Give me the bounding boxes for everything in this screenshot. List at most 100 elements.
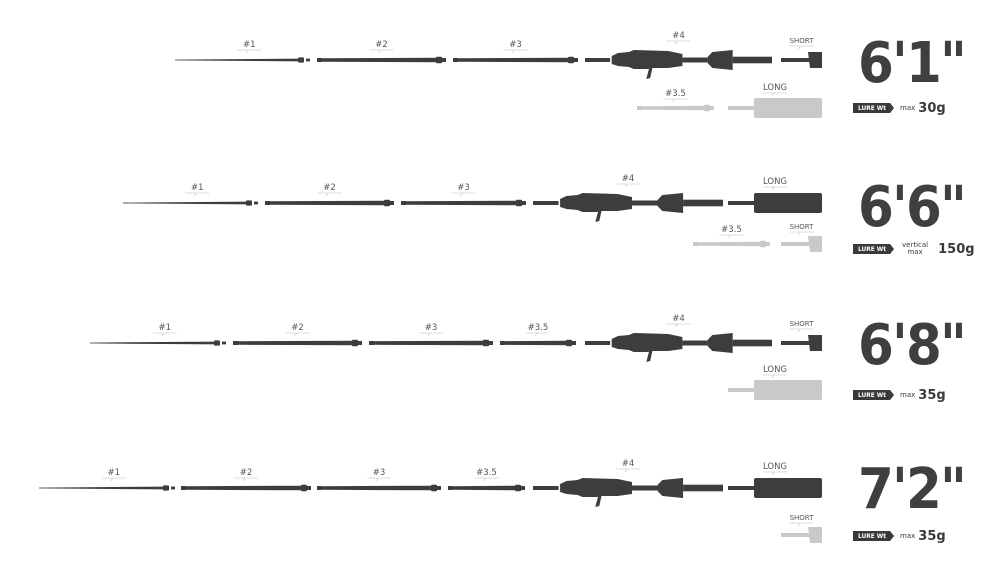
handle-collar [666, 57, 673, 63]
section-ferrule [384, 199, 390, 207]
label-leader-tick [798, 231, 801, 236]
tip-end [306, 58, 310, 62]
section-label: #2 [375, 40, 388, 50]
grip-cork [707, 50, 733, 70]
label-leader-tick [460, 192, 463, 197]
section-ferrule [704, 104, 710, 112]
rod-section-handle: #4 [585, 31, 772, 79]
rod-section-short: SHORT [781, 320, 822, 351]
long-butt-grip [754, 193, 822, 213]
label-leader-tick [427, 332, 431, 337]
label-leader-tick [624, 468, 628, 473]
section-blank [405, 200, 518, 206]
section-blank [321, 57, 438, 63]
handle-collar [616, 485, 623, 491]
section-label: #2 [323, 183, 336, 193]
trigger [646, 350, 653, 362]
label-leader-tick [675, 40, 678, 45]
rod-section-tip: #1 [39, 468, 175, 491]
section-label: #1 [108, 468, 121, 478]
rod-section-mid: #3 [369, 323, 493, 347]
rod-section-mid: #2 [317, 40, 446, 64]
handle-shaft [632, 485, 658, 491]
rod-section-short: SHORT [781, 37, 822, 68]
section-label: #1 [159, 323, 172, 333]
lure-weight-value: 30g [918, 100, 946, 116]
rod-section-tip: #1 [123, 183, 258, 206]
grip-tail [683, 199, 724, 207]
lure-weight-badge: LURE Wt [853, 390, 894, 400]
section-ferrule [301, 484, 307, 492]
tip-ferrule [246, 200, 252, 206]
label-leader-tick [294, 332, 297, 337]
long-butt-stem [728, 201, 756, 205]
short-butt-cap [808, 236, 822, 252]
label-leader-tick [534, 332, 538, 337]
section-joint [317, 486, 322, 490]
rod-section-handle: #4 [585, 314, 772, 362]
section-label: #3.5 [528, 323, 549, 333]
section-joint [500, 341, 505, 345]
section-label: #1 [191, 183, 204, 193]
lure-weight-value: 35g [918, 528, 946, 544]
optional-section-label: LONG [763, 365, 787, 375]
long-butt-grip [754, 380, 822, 400]
label-leader-tick [798, 522, 801, 527]
label-leader-tick [798, 328, 801, 333]
section-blank [185, 485, 303, 491]
handle-shaft [682, 340, 708, 346]
rod-section-long: LONG [728, 462, 822, 498]
section-ferrule [516, 199, 522, 207]
label-leader-tick [675, 323, 678, 328]
label-leader-tick [798, 45, 801, 50]
label-leader-tick [624, 183, 628, 188]
section-label: LONG [763, 462, 787, 472]
tip-blank [123, 201, 248, 205]
section-joint [181, 486, 186, 490]
handle-shaft [682, 57, 708, 63]
label-leader-tick [512, 49, 515, 54]
lure-weight-badge: LURE Wt [853, 244, 894, 254]
grip-tail [732, 56, 772, 64]
section-joint [401, 201, 406, 205]
tip-end [222, 341, 226, 345]
tip-blank [175, 58, 300, 62]
section-ferrule [566, 339, 572, 347]
label-leader-tick [672, 98, 675, 103]
max-label: max [900, 532, 916, 540]
optional-section-mid: #3.5 [637, 89, 714, 112]
section-end [522, 201, 526, 205]
lure-weight-value: 35g [918, 387, 946, 403]
optional-section-short: SHORT [781, 514, 822, 543]
trigger [595, 210, 602, 222]
section-end [766, 242, 770, 246]
label-leader-tick [771, 186, 775, 191]
handle-blank [533, 486, 559, 490]
section-blank [237, 340, 354, 346]
section-ferrule [436, 56, 442, 64]
tip-ferrule [298, 57, 304, 63]
tip-blank [39, 486, 165, 490]
grip-tail [683, 484, 724, 492]
section-label: #4 [622, 174, 635, 184]
rod-length-6ft6: 6'6" [858, 175, 967, 240]
label-leader-tick [728, 234, 731, 239]
reel-seat [611, 333, 683, 352]
section-label: #2 [240, 468, 253, 478]
reel-seat [560, 478, 632, 497]
lure-weight-badge: LURE Wt [853, 103, 894, 113]
handle-blank [533, 201, 559, 205]
section-blank [697, 241, 762, 247]
long-butt-stem [728, 388, 756, 392]
rod-length-6ft8: 6'8" [858, 313, 967, 378]
trigger [595, 495, 602, 507]
section-label: #3 [425, 323, 438, 333]
optional-section-short: SHORT [781, 223, 822, 252]
long-butt-stem [728, 486, 756, 490]
rod-section-tip: #1 [175, 40, 310, 63]
trigger [646, 67, 653, 79]
